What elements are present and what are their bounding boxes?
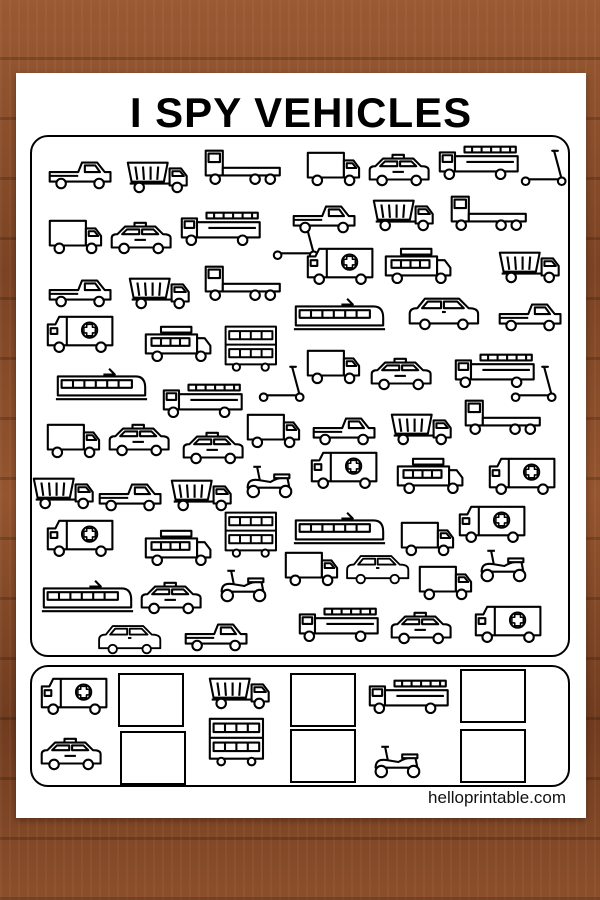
taxi-icon xyxy=(140,581,202,615)
pickup-truck-icon xyxy=(184,623,248,652)
count-box[interactable] xyxy=(290,673,356,727)
kick-scooter-icon xyxy=(520,149,567,187)
ambulance-icon xyxy=(46,519,114,557)
double-decker-bus-icon xyxy=(224,511,277,558)
pickup-truck-icon xyxy=(312,417,376,446)
car-icon xyxy=(98,625,162,655)
vehicle-search-panel xyxy=(30,135,570,657)
box-truck-icon xyxy=(306,151,361,187)
pickup-truck-icon xyxy=(48,161,112,190)
taxi-icon xyxy=(368,153,430,187)
flatbed-truck-icon xyxy=(204,149,281,185)
flatbed-truck-icon xyxy=(204,265,281,301)
fire-truck-icon xyxy=(298,607,379,643)
dump-truck-icon xyxy=(128,277,190,310)
taxi-icon xyxy=(40,737,102,771)
flatbed-truck-icon xyxy=(450,195,527,231)
fire-truck-icon xyxy=(368,679,449,715)
flatbed-truck-icon xyxy=(464,399,541,435)
pickup-truck-icon xyxy=(48,279,112,308)
box-truck-icon xyxy=(418,565,473,601)
pickup-truck-icon xyxy=(292,205,356,234)
taxi-icon xyxy=(110,221,172,255)
ambulance-icon xyxy=(40,677,108,715)
count-box[interactable] xyxy=(120,731,186,785)
website-url: helloprintable.com xyxy=(428,788,566,807)
box-truck-icon xyxy=(46,423,101,459)
motor-scooter-icon xyxy=(246,465,293,499)
ambulance-icon xyxy=(458,505,526,543)
kick-scooter-icon xyxy=(258,365,305,403)
car-icon xyxy=(408,297,480,331)
dump-truck-icon xyxy=(170,479,232,512)
motor-scooter-icon xyxy=(374,745,421,779)
motor-scooter-icon xyxy=(480,549,527,583)
dump-truck-icon xyxy=(32,477,94,510)
count-box[interactable] xyxy=(118,673,184,727)
tram-icon xyxy=(54,367,149,401)
dump-truck-icon xyxy=(498,251,560,284)
food-truck-icon xyxy=(396,457,464,495)
food-truck-icon xyxy=(384,247,452,285)
food-truck-icon xyxy=(144,325,212,363)
box-truck-icon xyxy=(284,551,339,587)
dump-truck-icon xyxy=(372,199,434,232)
tram-icon xyxy=(292,511,387,545)
food-truck-icon xyxy=(144,529,212,567)
ambulance-icon xyxy=(474,605,542,643)
page-title: I SPY VEHICLES xyxy=(129,89,473,136)
count-box[interactable] xyxy=(290,729,356,783)
ambulance-icon xyxy=(46,315,114,353)
dump-truck-icon xyxy=(208,677,270,710)
motor-scooter-icon xyxy=(220,569,267,603)
box-truck-icon xyxy=(400,521,455,557)
fire-truck-icon xyxy=(162,383,243,419)
double-decker-bus-icon xyxy=(208,717,265,767)
ambulance-icon xyxy=(306,247,374,285)
tram-icon xyxy=(40,579,135,613)
dump-truck-icon xyxy=(126,161,188,194)
taxi-icon xyxy=(370,357,432,391)
box-truck-icon xyxy=(306,349,361,385)
car-icon xyxy=(346,555,410,585)
count-box[interactable] xyxy=(460,729,526,783)
pickup-truck-icon xyxy=(498,303,562,332)
taxi-icon xyxy=(108,423,170,457)
taxi-icon xyxy=(182,431,244,465)
ambulance-icon xyxy=(310,451,378,489)
worksheet: I SPY VEHICLES helloprintable.com xyxy=(16,73,586,818)
count-box[interactable] xyxy=(460,669,526,723)
box-truck-icon xyxy=(246,413,301,449)
ambulance-icon xyxy=(488,457,556,495)
counting-key-panel xyxy=(30,665,570,787)
fire-truck-icon xyxy=(180,211,261,247)
tram-icon xyxy=(292,297,387,331)
fire-truck-icon xyxy=(438,145,519,181)
box-truck-icon xyxy=(48,219,103,255)
dump-truck-icon xyxy=(390,413,452,446)
pickup-truck-icon xyxy=(98,483,162,512)
taxi-icon xyxy=(390,611,452,645)
